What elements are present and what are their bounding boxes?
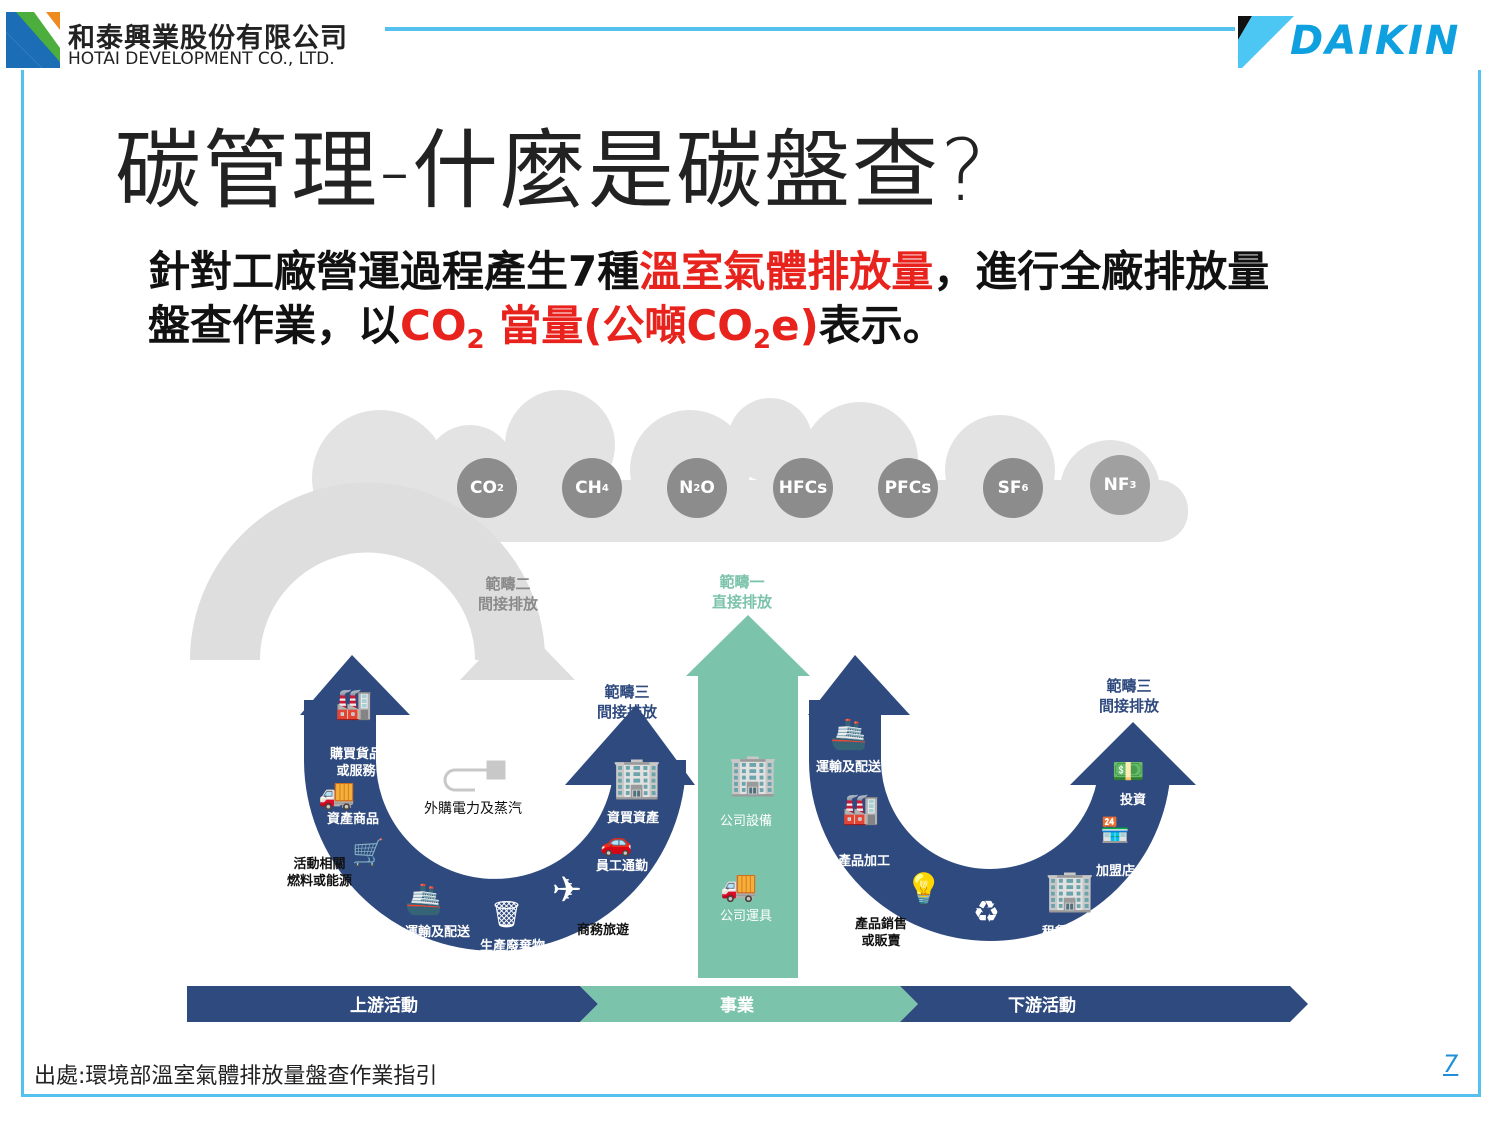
bar-operations: 事業 bbox=[720, 996, 754, 1016]
truck-icon: 🚚 bbox=[318, 777, 356, 812]
subtitle-line-2: 盤查作業，以CO2 當量(公噸CO2e)表示。 bbox=[148, 301, 945, 355]
gas-hfcs: HFCs bbox=[773, 458, 833, 518]
source-note: 出處:環境部溫室氣體排放量盤查作業指引 bbox=[34, 1064, 438, 1089]
downstream-arc bbox=[808, 655, 1196, 941]
direct-vehicle: 公司運具 bbox=[720, 909, 773, 924]
facility-building-icon: 🏢 bbox=[728, 752, 778, 798]
downstream-leased-assets: 租賃資產 bbox=[1042, 925, 1095, 940]
downstream-end-of-life: 廢棄處理 bbox=[960, 944, 1013, 959]
bar-upstream: 上游活動 bbox=[350, 996, 418, 1016]
downstream-sold-products: 產品銷售或販賣 bbox=[855, 917, 908, 949]
direct-facility: 公司設備 bbox=[720, 814, 773, 829]
scope1-green-arrow bbox=[686, 615, 810, 978]
recycle-bin-icon: ♻ bbox=[973, 895, 1000, 930]
page-title: 碳管理-什麼是碳盤查? bbox=[115, 121, 988, 221]
scope2-gray-arrow bbox=[190, 482, 545, 661]
upstream-arc bbox=[300, 655, 695, 951]
upstream-purchased-goods: 購買貨品或服務 bbox=[330, 747, 383, 779]
money-icon: 💵 bbox=[1112, 757, 1145, 787]
building-icon: 🏢 bbox=[612, 755, 662, 801]
ship-icon: 🚢 bbox=[405, 882, 443, 917]
store-icon: 🏪 bbox=[1100, 816, 1130, 844]
downstream-franchise: 加盟店 bbox=[1096, 864, 1136, 879]
plug-icon bbox=[443, 760, 506, 792]
waste-cart-icon: 🗑 bbox=[490, 900, 524, 930]
purchased-electricity-label: 外購電力及蒸汽 bbox=[424, 801, 522, 817]
downstream-investments: 投資 bbox=[1120, 793, 1147, 808]
car-icon: 🚗 bbox=[600, 828, 633, 858]
slide-frame bbox=[21, 70, 1481, 1097]
upstream-business-travel: 商務旅遊 bbox=[577, 923, 630, 938]
scope2-arrowhead bbox=[460, 620, 575, 680]
downstream-transport: 運輸及配送 bbox=[816, 760, 882, 775]
activity-bar bbox=[187, 986, 1308, 1022]
factory-icon: 🏭 bbox=[842, 792, 880, 827]
factory-icon: 🏭 bbox=[335, 687, 373, 722]
company-truck-icon: 🚚 bbox=[720, 869, 758, 904]
upstream-leased-assets: 資買資產 bbox=[607, 811, 660, 826]
daikin-logo-icon bbox=[1238, 16, 1294, 68]
upstream-transport: 運輸及配送 bbox=[405, 925, 471, 940]
ship-icon: 🚢 bbox=[830, 717, 868, 752]
gas-pfcs: PFCs bbox=[878, 458, 938, 518]
upstream-waste: 生產廢棄物 bbox=[480, 939, 546, 954]
scope2-label: 範疇二間接排放 bbox=[478, 575, 539, 613]
subtitle-line-1: 針對工廠營運過程產生7種溫室氣體排放量，進行全廠排放量 bbox=[148, 247, 1270, 296]
daikin-logo: DAIKIN bbox=[1290, 18, 1461, 64]
mine-cart-icon: 🛒 bbox=[352, 838, 385, 868]
upstream-fuel-energy: 活動相關燃料或能源 bbox=[287, 857, 353, 889]
scope1-label: 範疇一直接排放 bbox=[712, 573, 773, 611]
lightbulb-icon: 💡 bbox=[905, 872, 943, 907]
scope3-upstream-label: 範疇三間接排放 bbox=[597, 683, 658, 721]
scope3-downstream-label: 範疇三間接排放 bbox=[1099, 677, 1160, 715]
upstream-capital-goods: 資產商品 bbox=[327, 812, 380, 827]
company-name-en: HOTAI DEVELOPMENT CO., LTD. bbox=[68, 49, 335, 69]
downstream-processing: 產品加工 bbox=[838, 854, 891, 869]
airplane-icon: ✈ bbox=[552, 870, 583, 911]
header-rule bbox=[385, 27, 1235, 31]
company-name-cn: 和泰興業股份有限公司 bbox=[68, 23, 348, 54]
building-icon: 🏢 bbox=[1045, 868, 1095, 914]
page-number[interactable]: 7 bbox=[1443, 1050, 1459, 1078]
bar-downstream: 下游活動 bbox=[1008, 996, 1076, 1016]
upstream-commute: 員工通勤 bbox=[596, 859, 649, 874]
hotai-logo-icon bbox=[6, 12, 60, 68]
